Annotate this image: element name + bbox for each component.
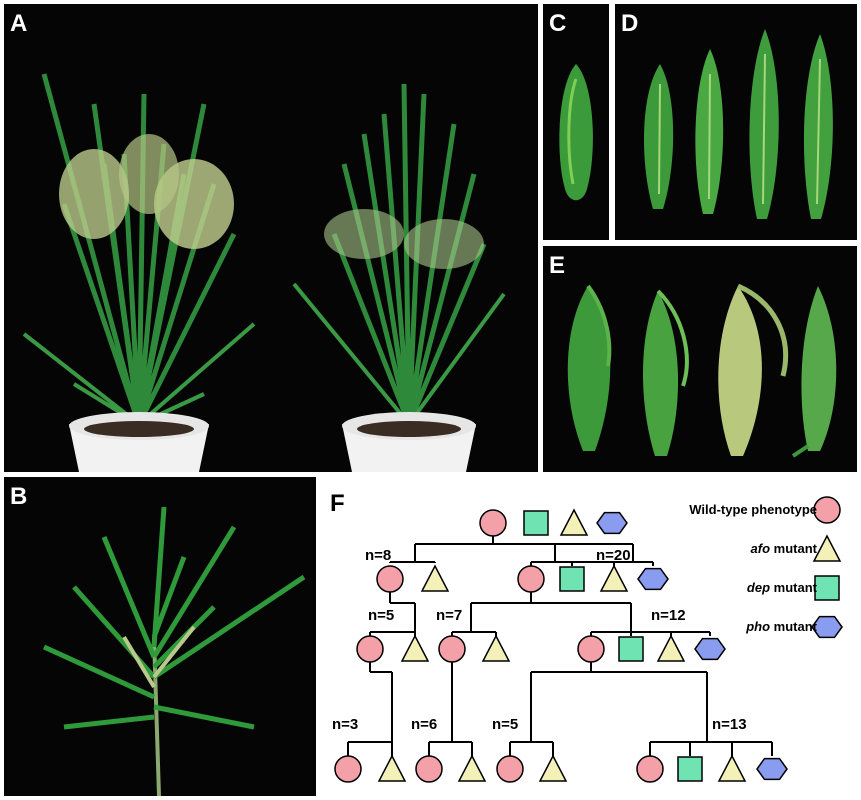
wild-type-circle bbox=[356, 635, 384, 663]
legend-afo-gene: afo bbox=[750, 541, 771, 556]
wild-type-circle bbox=[376, 565, 404, 593]
dep-square bbox=[523, 510, 549, 536]
generation-count-label: n=6 bbox=[411, 716, 437, 733]
legend-wild-type-label: Wild-type phenotype bbox=[689, 502, 817, 517]
wild-type-circle bbox=[334, 755, 362, 783]
legend-pho: pho mutant bbox=[746, 619, 817, 634]
wild-type-circle bbox=[415, 755, 443, 783]
pho-hexagon bbox=[637, 567, 669, 591]
afo-triangle bbox=[717, 754, 747, 782]
afo-triangle bbox=[656, 634, 686, 662]
panel-f-pedigree: n=8 n=20 n=5 n=7 n=12 n=3 n=6 n=5 n=13 F Wild-ty… bbox=[320, 480, 861, 800]
panel-d-photo: D bbox=[615, 4, 857, 240]
dep-spikelets-image bbox=[615, 4, 857, 240]
afo-triangle bbox=[457, 754, 487, 782]
legend-afo-suffix: mutant bbox=[770, 541, 817, 556]
panel-b-photo: B bbox=[4, 477, 316, 796]
wild-type-circle bbox=[479, 509, 507, 537]
rice-plants-image bbox=[4, 4, 538, 472]
panel-e-photo: E bbox=[543, 246, 857, 472]
wild-type-circle bbox=[577, 635, 605, 663]
plant-left bbox=[22, 73, 256, 472]
dep-square bbox=[814, 575, 840, 601]
pho-hexagon bbox=[694, 637, 726, 661]
afo-triangle bbox=[812, 534, 842, 562]
generation-count-label: n=5 bbox=[492, 716, 518, 733]
afo-triangle bbox=[420, 564, 450, 592]
wild-type-circle bbox=[438, 635, 466, 663]
pedigree-tree: n=8 n=20 n=5 n=7 n=12 n=3 n=6 n=5 n=13 bbox=[332, 496, 843, 783]
generation-count-label: n=20 bbox=[596, 547, 631, 564]
wild-type-circle bbox=[517, 565, 545, 593]
legend-pho-suffix: mutant bbox=[770, 619, 817, 634]
afo-triangle bbox=[377, 754, 407, 782]
wild-type-circle bbox=[813, 496, 841, 524]
panel-d-label: D bbox=[621, 10, 639, 37]
legend-afo: afo mutant bbox=[751, 541, 817, 556]
panel-c-photo: C bbox=[543, 4, 609, 240]
panicle-image bbox=[4, 477, 316, 796]
afo-triangle bbox=[599, 564, 629, 592]
legend-dep: dep mutant bbox=[747, 580, 817, 595]
generation-count-label: n=5 bbox=[368, 607, 394, 624]
generation-count-label: n=3 bbox=[332, 716, 358, 733]
generation-count-label: n=8 bbox=[365, 547, 391, 564]
afo-triangle bbox=[559, 508, 589, 536]
afo-triangle bbox=[538, 754, 568, 782]
panel-f-label: F bbox=[330, 490, 345, 517]
pho-hexagon bbox=[756, 757, 788, 781]
panel-b-label: B bbox=[10, 483, 28, 510]
pho-spikelets-image bbox=[543, 246, 857, 472]
pho-hexagon bbox=[596, 511, 628, 535]
generation-count-label: n=7 bbox=[436, 607, 462, 624]
panel-a-label: A bbox=[10, 10, 28, 37]
generation-count-label: n=12 bbox=[651, 607, 686, 624]
afo-triangle bbox=[400, 634, 430, 662]
dep-square bbox=[677, 756, 703, 782]
panel-e-label: E bbox=[549, 252, 566, 279]
dep-square bbox=[618, 636, 644, 662]
wild-type-circle bbox=[496, 755, 524, 783]
panel-c-label: C bbox=[549, 10, 567, 37]
wild-type-circle bbox=[636, 755, 664, 783]
panel-a-photo: A bbox=[4, 4, 538, 472]
afo-triangle bbox=[481, 634, 511, 662]
legend-pho-gene: pho bbox=[746, 619, 771, 634]
legend-dep-gene: dep bbox=[746, 580, 771, 595]
generation-count-label: n=13 bbox=[712, 716, 747, 733]
legend-wild-type: Wild-type phenotype bbox=[689, 502, 817, 517]
spikelet-image bbox=[543, 4, 609, 240]
plant-right bbox=[292, 83, 506, 472]
pho-hexagon bbox=[811, 615, 843, 639]
dep-square bbox=[559, 566, 585, 592]
legend-dep-suffix: mutant bbox=[770, 580, 817, 595]
